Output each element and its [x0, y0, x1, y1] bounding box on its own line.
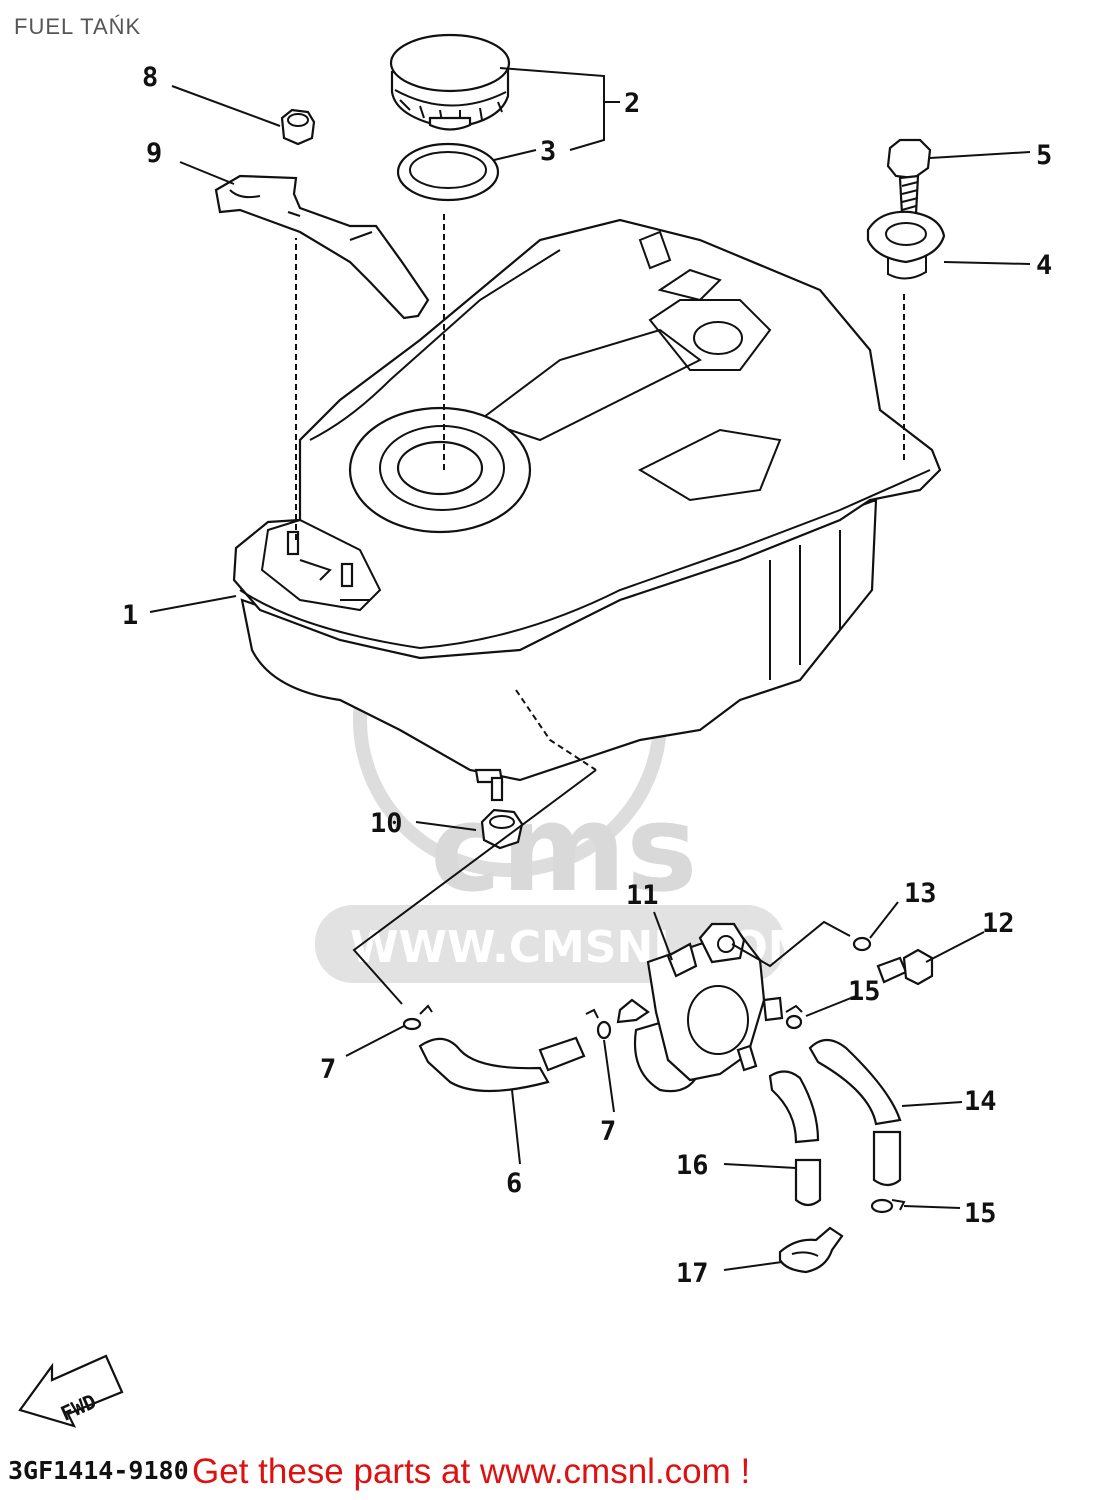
- hose-holder: [778, 1226, 844, 1274]
- diagram-title: FUEL TAŃK: [14, 14, 142, 39]
- callout-cap: 2: [624, 88, 640, 119]
- callout-clip-7a: 7: [320, 1054, 336, 1085]
- callout-clip-15a: 15: [848, 976, 881, 1007]
- tank-bracket: [214, 174, 430, 320]
- callout-clip-7b: 7: [600, 1116, 616, 1147]
- callout-grommet: 4: [1036, 250, 1052, 281]
- hose-clip-d: [870, 1198, 906, 1214]
- fuel-cock: [616, 922, 784, 1093]
- hose-clip-b: [585, 1008, 612, 1040]
- nut: [280, 108, 316, 146]
- callout-screw: 12: [982, 908, 1015, 939]
- fuel-cap: [389, 33, 511, 131]
- fuel-tank: [232, 218, 942, 802]
- breather-hose: [808, 1038, 902, 1187]
- hose-clip-c: [785, 1004, 803, 1030]
- callout-numbers: 1 2 3 4 5 6 7 7 8 9 10 11 12 13 14 15 15…: [122, 62, 1052, 1289]
- leader-lines: [149, 67, 1031, 1271]
- callout-clip-15b: 15: [964, 1198, 997, 1229]
- callout-bolt: 5: [1036, 140, 1052, 171]
- callout-gasket: 3: [540, 136, 556, 167]
- callout-nut: 8: [142, 62, 158, 93]
- drain-nut: [480, 808, 524, 850]
- watermark-brand: cms: [430, 780, 698, 919]
- hose-clip-a: [402, 1004, 433, 1031]
- bolt: [886, 138, 932, 221]
- routing-line-drain: [515, 689, 597, 771]
- drawing-code: 3GF1414-9180: [8, 1456, 189, 1485]
- cap-gasket: [396, 142, 500, 202]
- callout-hose-14: 14: [964, 1086, 997, 1117]
- callout-bracket: 9: [146, 138, 162, 169]
- callout-hose-16: 16: [676, 1150, 709, 1181]
- forward-direction-arrow: FWD: [18, 1354, 124, 1428]
- routing-line-hose: [352, 769, 597, 1005]
- callout-hose-6: 6: [506, 1168, 522, 1199]
- callout-fuel-cock: 11: [626, 880, 659, 911]
- callout-tank: 1: [122, 600, 138, 631]
- routing-line-screw: [731, 920, 851, 968]
- overflow-hose: [768, 1070, 822, 1207]
- callout-holder: 17: [676, 1258, 709, 1289]
- promo-link-text[interactable]: Get these parts at www.cmsnl.com !: [192, 1452, 751, 1491]
- fuel-hose: [418, 1036, 586, 1093]
- callout-washer: 13: [904, 878, 937, 909]
- grommet: [866, 210, 946, 280]
- washer: [852, 936, 872, 952]
- callout-drain-nut: 10: [370, 808, 403, 839]
- screw: [876, 948, 934, 986]
